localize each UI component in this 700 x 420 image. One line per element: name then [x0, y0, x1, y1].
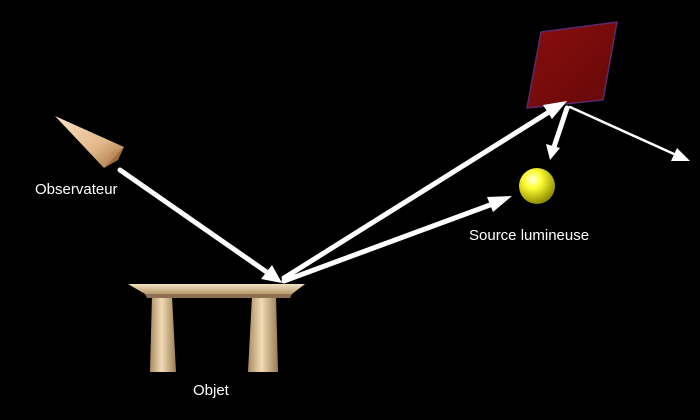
red-panel	[526, 21, 618, 109]
panel-to-light-ray	[551, 105, 570, 150]
reflected-ray-to-panel	[281, 109, 552, 281]
object-label: Objet	[193, 382, 230, 399]
primary-ray	[117, 167, 271, 276]
arrowhead-outgoing	[671, 148, 690, 161]
panel-outgoing-ray	[568, 105, 676, 156]
arrowhead-panel-to-light	[546, 144, 560, 160]
light-source-sphere	[519, 168, 555, 204]
arrowhead-primary	[261, 265, 282, 283]
light-source-label: Source lumineuse	[469, 227, 589, 244]
arrowhead-to-panel	[543, 101, 567, 119]
rays	[117, 105, 570, 284]
arrowheads	[261, 101, 690, 283]
observer-cone	[55, 116, 124, 168]
arrowhead-to-light	[487, 196, 512, 212]
table-object	[128, 284, 305, 372]
shadow-ray-to-light	[281, 202, 493, 284]
observer-label: Observateur	[35, 181, 118, 198]
